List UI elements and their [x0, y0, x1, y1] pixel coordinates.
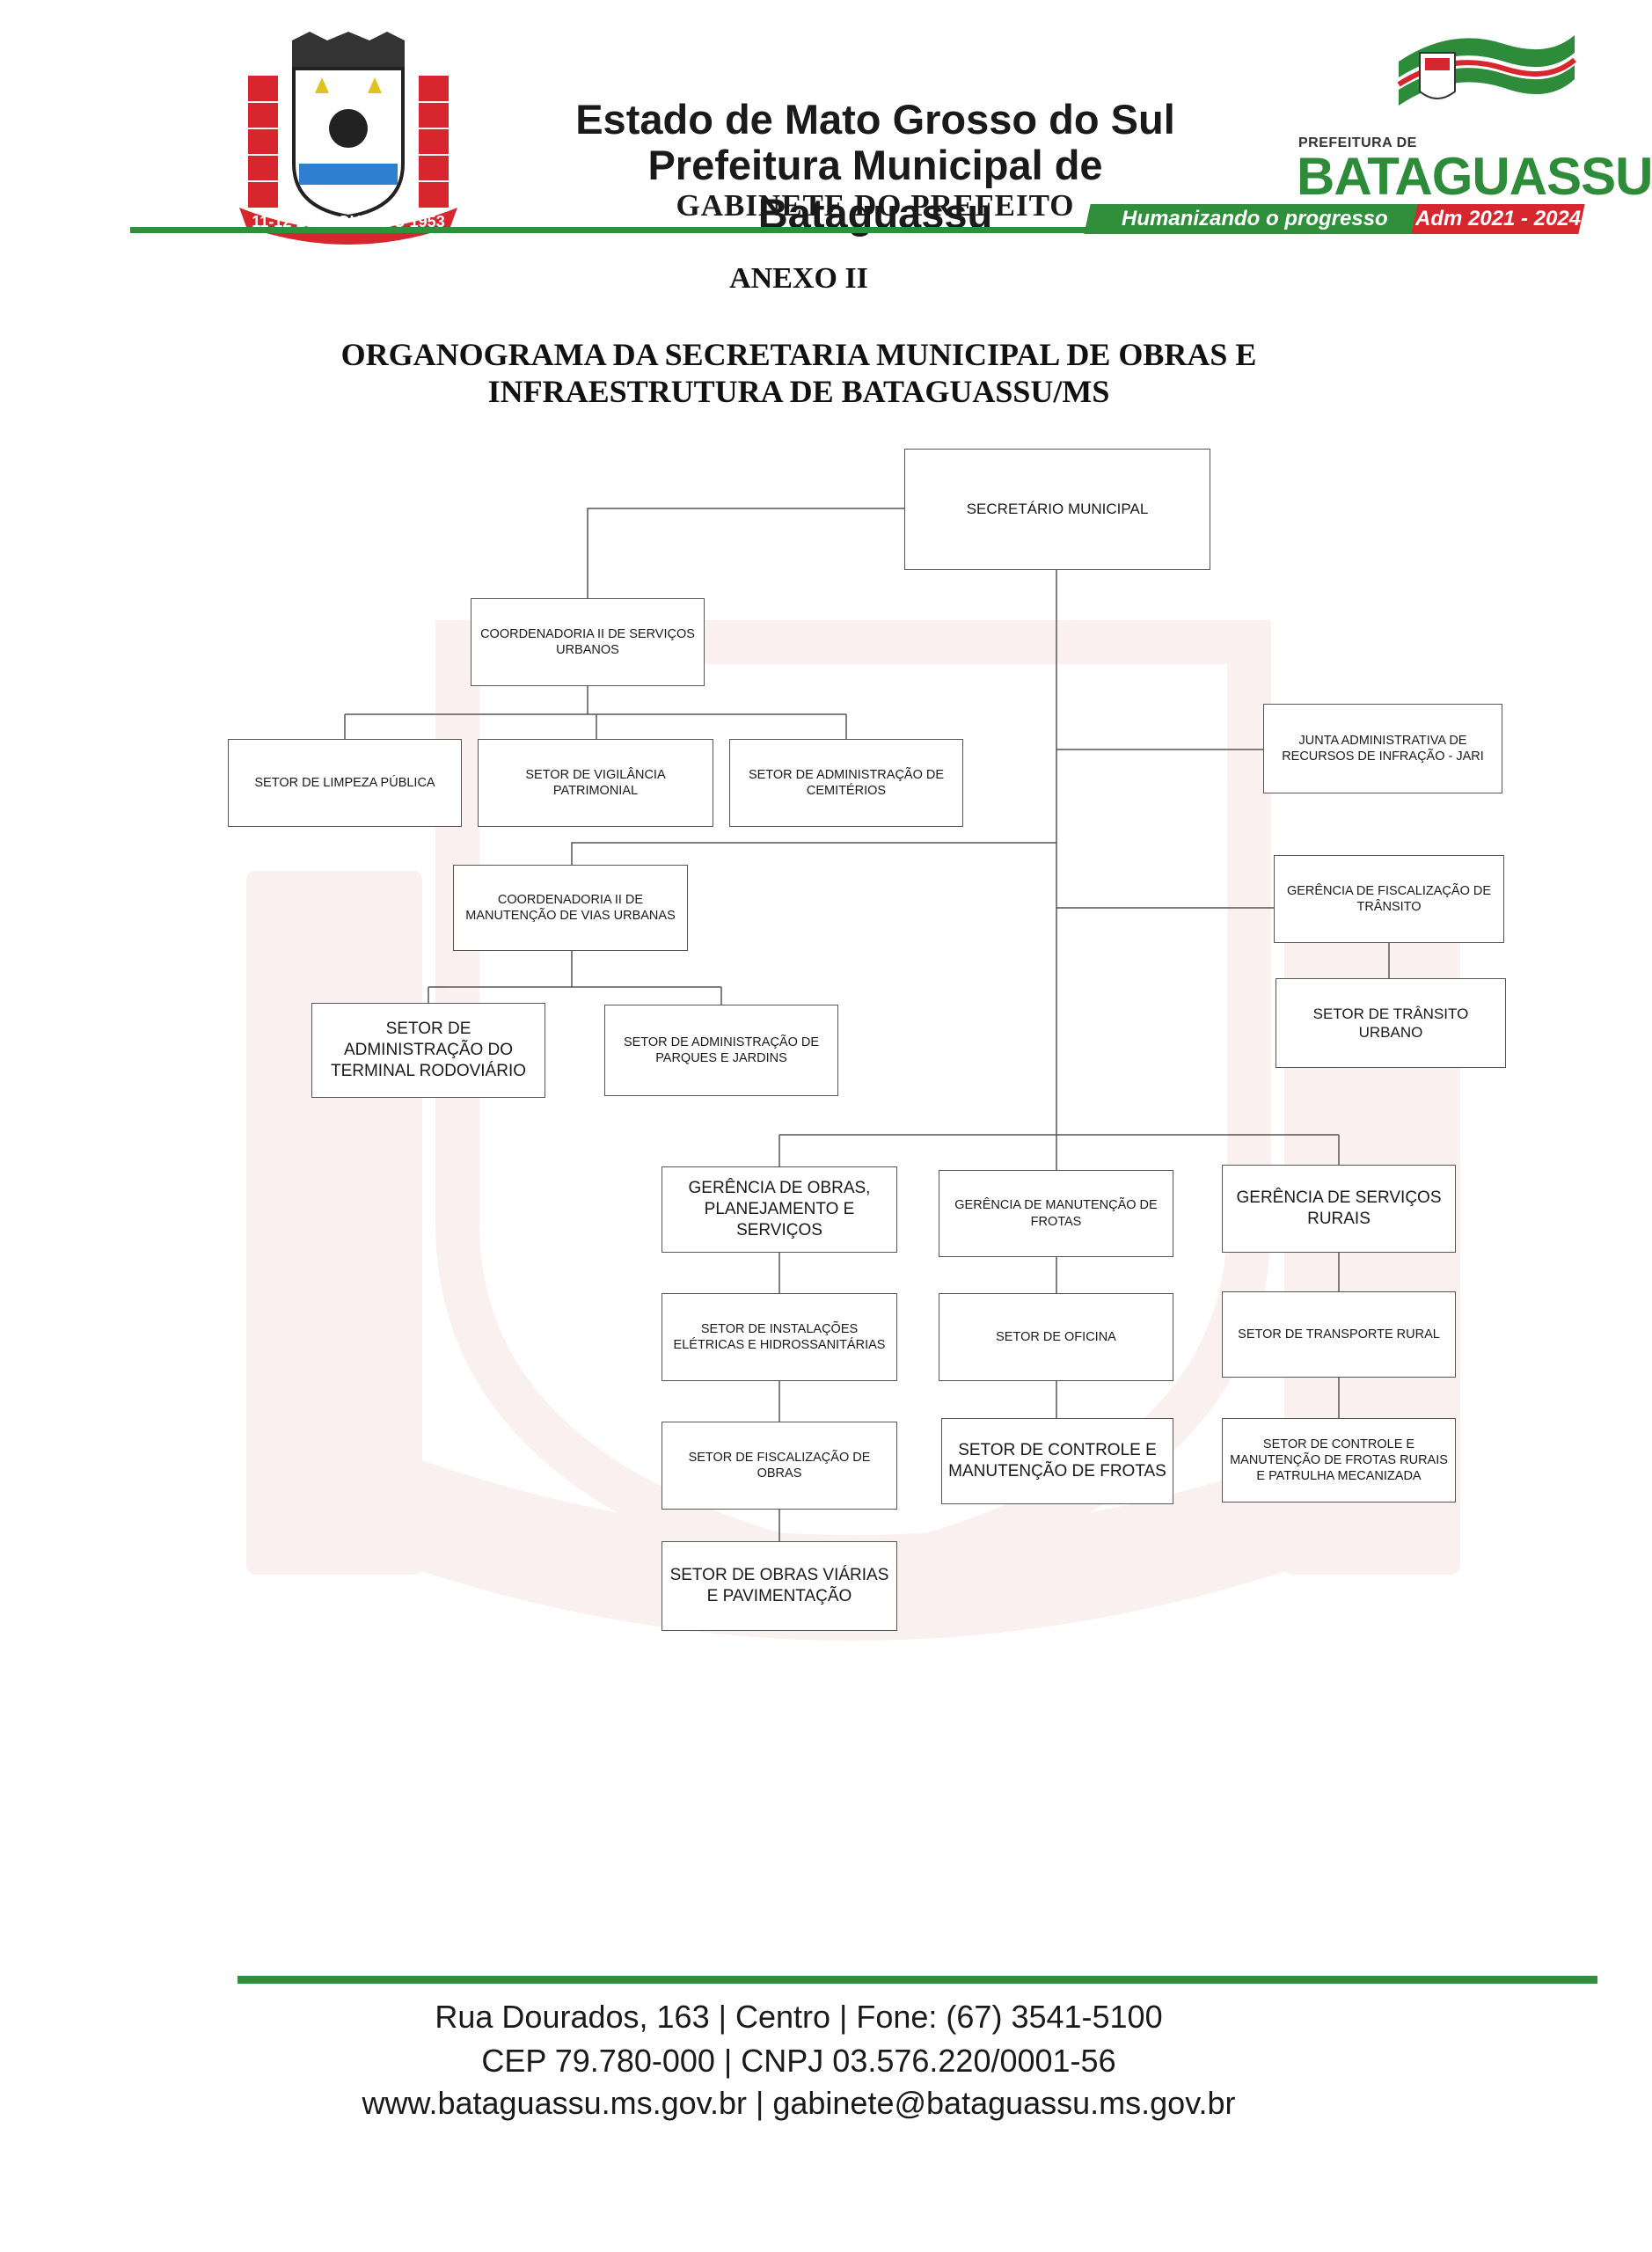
box-setor-limpeza-publica: SETOR DE LIMPEZA PÚBLICA: [228, 739, 462, 827]
footer-cep-cnpj: CEP 79.780-000 | CNPJ 03.576.220/0001-56: [481, 2043, 1116, 2079]
chart-title-line1: ORGANOGRAMA DA SECRETARIA MUNICIPAL DE O…: [340, 337, 1257, 372]
box-gerencia-servicos-rurais: GERÊNCIA DE SERVIÇOS RURAIS: [1222, 1165, 1456, 1253]
header-state: Estado de Mato Grosso do Sul: [575, 96, 1175, 143]
org-chart-connectors: [344, 508, 1390, 1541]
footer-web-email[interactable]: www.bataguassu.ms.gov.br | gabinete@bata…: [362, 2085, 1236, 2121]
bataguassu-flag-logo: [1397, 35, 1576, 106]
box-setor-terminal-rodoviario: SETOR DE ADMINISTRAÇÃO DO TERMINAL RODOV…: [311, 1003, 545, 1098]
box-setor-controle-frotas-rurais: SETOR DE CONTROLE E MANUTENÇÃO DE FROTAS…: [1222, 1418, 1456, 1503]
header-prefeitura: Prefeitura Municipal de Bataguassu: [647, 142, 1103, 237]
box-setor-obras-viarias: SETOR DE OBRAS VIÁRIAS E PAVIMENTAÇÃO: [662, 1541, 897, 1631]
box-gerencia-obras-planejamento: GERÊNCIA DE OBRAS, PLANEJAMENTO E SERVIÇ…: [662, 1166, 897, 1253]
footer-divider: [238, 1976, 1597, 1984]
box-setor-instalacoes-eletricas: SETOR DE INSTALAÇÕES ELÉTRICAS E HIDROSS…: [662, 1293, 897, 1381]
box-setor-oficina: SETOR DE OFICINA: [939, 1293, 1173, 1381]
box-setor-controle-frotas: SETOR DE CONTROLE E MANUTENÇÃO DE FROTAS: [941, 1418, 1173, 1504]
box-junta-jari: JUNTA ADMINISTRATIVA DE RECURSOS DE INFR…: [1263, 704, 1502, 793]
box-setor-transito-urbano: SETOR DE TRÂNSITO URBANO: [1276, 978, 1506, 1068]
box-setor-parques-jardins: SETOR DE ADMINISTRAÇÃO DE PARQUES E JARD…: [604, 1005, 838, 1096]
footer-address: Rua Dourados, 163 | Centro | Fone: (67) …: [435, 1999, 1163, 2035]
brand-name: BATAGUASSU: [1297, 147, 1652, 206]
box-gerencia-fiscalizacao-transito: GERÊNCIA DE FISCALIZAÇÃO DE TRÂNSITO: [1274, 855, 1504, 943]
brand-prefix: PREFEITURA DE: [1298, 135, 1417, 150]
annex-title: ANEXO II: [729, 262, 868, 295]
municipal-crest-logo: 11-12 BATAGUASSU 1953: [239, 32, 457, 245]
box-setor-fiscalizacao-obras: SETOR DE FISCALIZAÇÃO DE OBRAS: [662, 1422, 897, 1510]
box-setor-cemiterios: SETOR DE ADMINISTRAÇÃO DE CEMITÉRIOS: [729, 739, 963, 827]
header-gabinete: GABINETE DO PREFEITO: [676, 188, 1075, 223]
box-coord-servicos-urbanos: COORDENADORIA II DE SERVIÇOS URBANOS: [471, 598, 705, 686]
box-setor-transporte-rural: SETOR DE TRANSPORTE RURAL: [1222, 1291, 1456, 1378]
box-coord-vias-urbanas: COORDENADORIA II DE MANUTENÇÃO DE VIAS U…: [453, 865, 688, 951]
box-setor-vigilancia-patrimonial: SETOR DE VIGILÂNCIA PATRIMONIAL: [478, 739, 713, 827]
box-secretario-municipal: SECRETÁRIO MUNICIPAL: [904, 449, 1210, 570]
chart-title-line2: INFRAESTRUTURA DE BATAGUASSU/MS: [487, 374, 1110, 409]
box-gerencia-manutencao-frotas: GERÊNCIA DE MANUTENÇÃO DE FROTAS: [939, 1170, 1173, 1257]
header-divider: [130, 227, 1546, 233]
crest-banner-text: 11-12 BATAGUASSU 1953: [252, 213, 444, 230]
